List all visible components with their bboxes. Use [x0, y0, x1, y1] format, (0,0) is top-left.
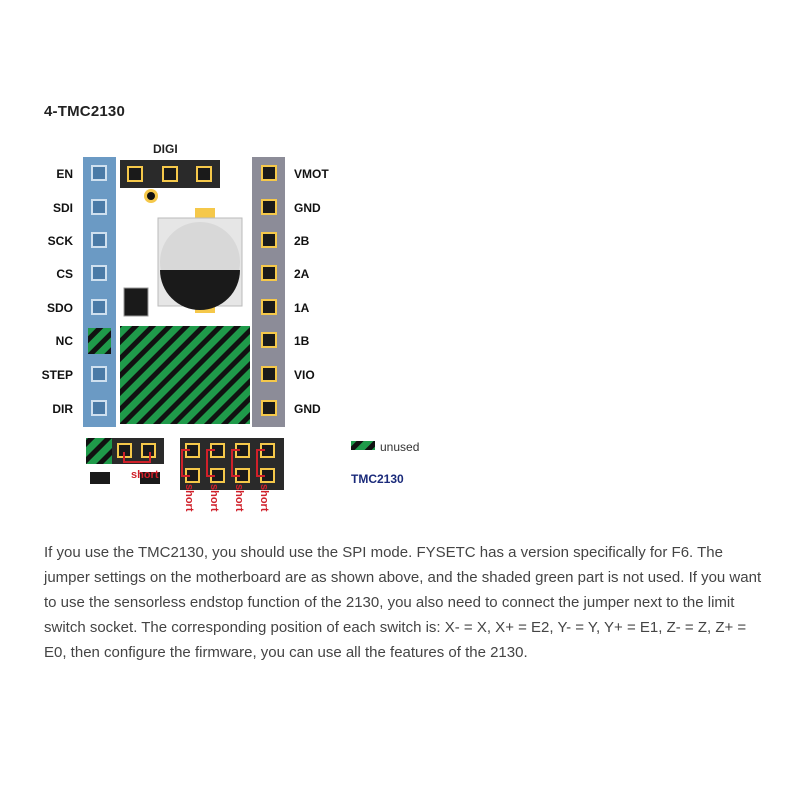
left-pin-label: DIR — [52, 402, 73, 416]
left-pin-label: EN — [56, 167, 73, 181]
description-text: If you use the TMC2130, you should use t… — [44, 544, 762, 661]
left-pins — [88, 165, 111, 416]
right-pin-label: 2B — [294, 234, 310, 248]
left-pin-label: CS — [56, 267, 73, 281]
right-pin-label: VMOT — [294, 167, 329, 181]
short-labels: short short short short short — [131, 469, 270, 512]
left-pin-label: STEP — [41, 368, 73, 382]
short-label: short — [131, 469, 159, 481]
right-pin-label: GND — [294, 402, 321, 416]
digi-pins — [127, 166, 212, 182]
legend-unused-swatch — [351, 441, 375, 450]
left-pin-label: SDI — [52, 201, 73, 215]
resistor-icon — [123, 287, 149, 317]
legend-tmc-label: TMC2130 — [351, 472, 404, 486]
left-pin-label: NC — [55, 334, 73, 348]
short-label: short — [233, 484, 245, 512]
bottom-jumpers — [86, 438, 284, 490]
left-pin-label: SCK — [47, 234, 73, 248]
left-pin-label: SDO — [46, 301, 73, 315]
right-pin-label: VIO — [294, 368, 315, 382]
digi-label: DIGI — [153, 142, 178, 156]
legend-unused-label: unused — [380, 440, 420, 454]
right-pin-label: 1B — [294, 334, 310, 348]
right-pin-header — [252, 157, 285, 427]
short-label: short — [183, 484, 195, 512]
short-markers — [123, 449, 265, 477]
left-pin-header — [83, 157, 116, 427]
page-title: 4-TMC2130 — [44, 103, 125, 120]
unused-region — [120, 326, 250, 424]
short-label: short — [258, 484, 270, 512]
right-pin-label: 2A — [294, 267, 310, 281]
capacitor-large-icon — [157, 208, 243, 313]
right-pin-label: 1A — [294, 301, 310, 315]
short-label: short — [208, 484, 220, 512]
right-pin-label: GND — [294, 201, 321, 215]
right-pins — [261, 165, 277, 416]
